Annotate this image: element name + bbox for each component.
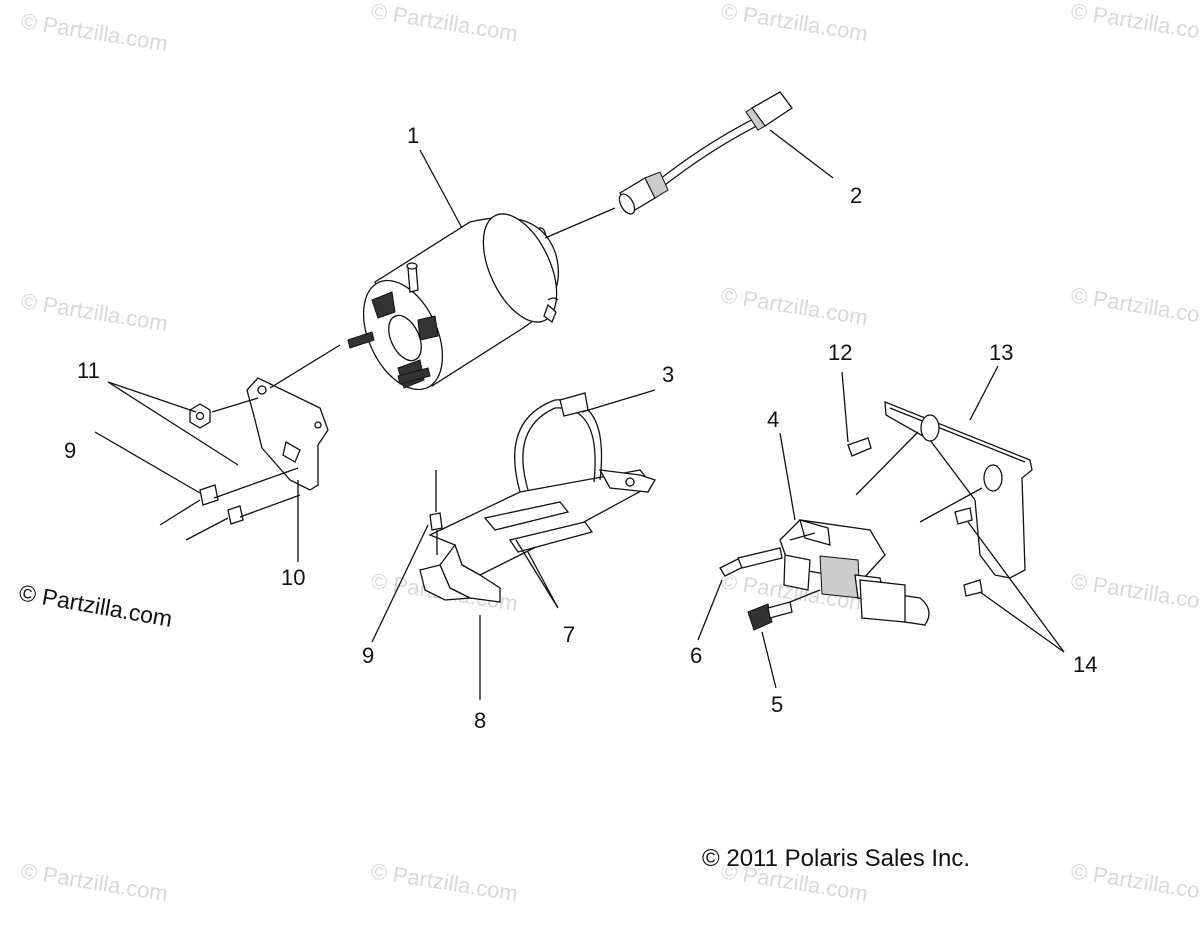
watermark: © Partzilla.com	[19, 8, 169, 56]
watermark: © Partzilla.com	[719, 282, 869, 330]
partzilla-watermark: © Partzilla.com	[17, 579, 174, 632]
watermark: © Partzilla.com	[19, 288, 169, 336]
callout-14: 14	[1073, 652, 1097, 677]
right-bracket	[847, 401, 1033, 597]
left-plate	[189, 377, 443, 531]
callout-6: 6	[690, 643, 702, 668]
callout-4: 4	[767, 407, 779, 432]
watermark: © Partzilla.com	[1069, 0, 1200, 46]
watermark: © Partzilla.com	[1069, 282, 1200, 330]
watermark: © Partzilla.com	[719, 0, 869, 46]
mounting-bracket	[419, 392, 656, 603]
callout-12: 12	[828, 340, 852, 365]
callout-10: 10	[281, 565, 305, 590]
callout-labels: 1 2 3 4 5 6 7 8 9 9 10 11 12 13 14	[64, 123, 1097, 733]
callout-5: 5	[771, 692, 783, 717]
watermark: © Partzilla.com	[369, 0, 519, 46]
callout-1: 1	[407, 123, 419, 148]
watermark: © Partzilla.com	[369, 858, 519, 906]
callout-8: 8	[474, 708, 486, 733]
callout-3: 3	[662, 362, 674, 387]
callout-2: 2	[850, 183, 862, 208]
callout-7: 7	[563, 622, 575, 647]
watermark: © Partzilla.com	[1069, 858, 1200, 906]
callout-13: 13	[989, 340, 1013, 365]
watermark: © Partzilla.com	[19, 858, 169, 906]
callout-9b: 9	[362, 643, 374, 668]
watermark: © Partzilla.com	[1069, 568, 1200, 616]
leader-lines	[94, 129, 1065, 700]
callout-9a: 9	[64, 438, 76, 463]
callout-11: 11	[77, 358, 100, 383]
starter-cable	[618, 91, 793, 215]
copyright-notice: © 2011 Polaris Sales Inc.	[702, 845, 970, 872]
starter-motor	[347, 213, 560, 391]
watermark-layer: © Partzilla.com © Partzilla.com © Partzi…	[19, 0, 1200, 906]
assembly-lines	[159, 207, 983, 603]
